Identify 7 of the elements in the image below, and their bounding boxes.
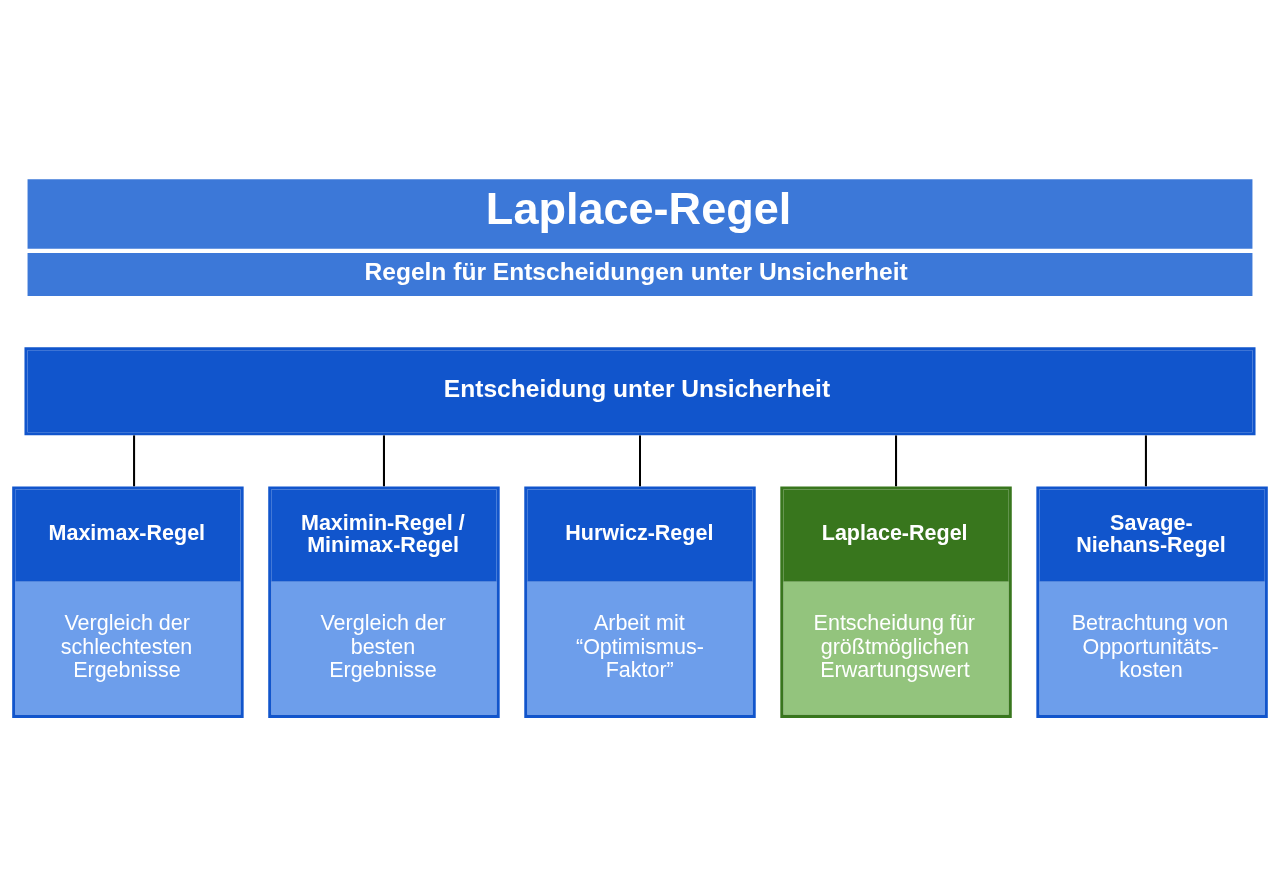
connector	[133, 435, 136, 487]
connector	[1144, 435, 1147, 487]
connector	[895, 435, 898, 487]
label: Regeln für Entscheidungen unter Unsicherheit	[364, 257, 908, 285]
connector	[638, 435, 642, 487]
diagram-title: Laplace-Regel	[485, 183, 792, 235]
connector	[382, 435, 385, 487]
